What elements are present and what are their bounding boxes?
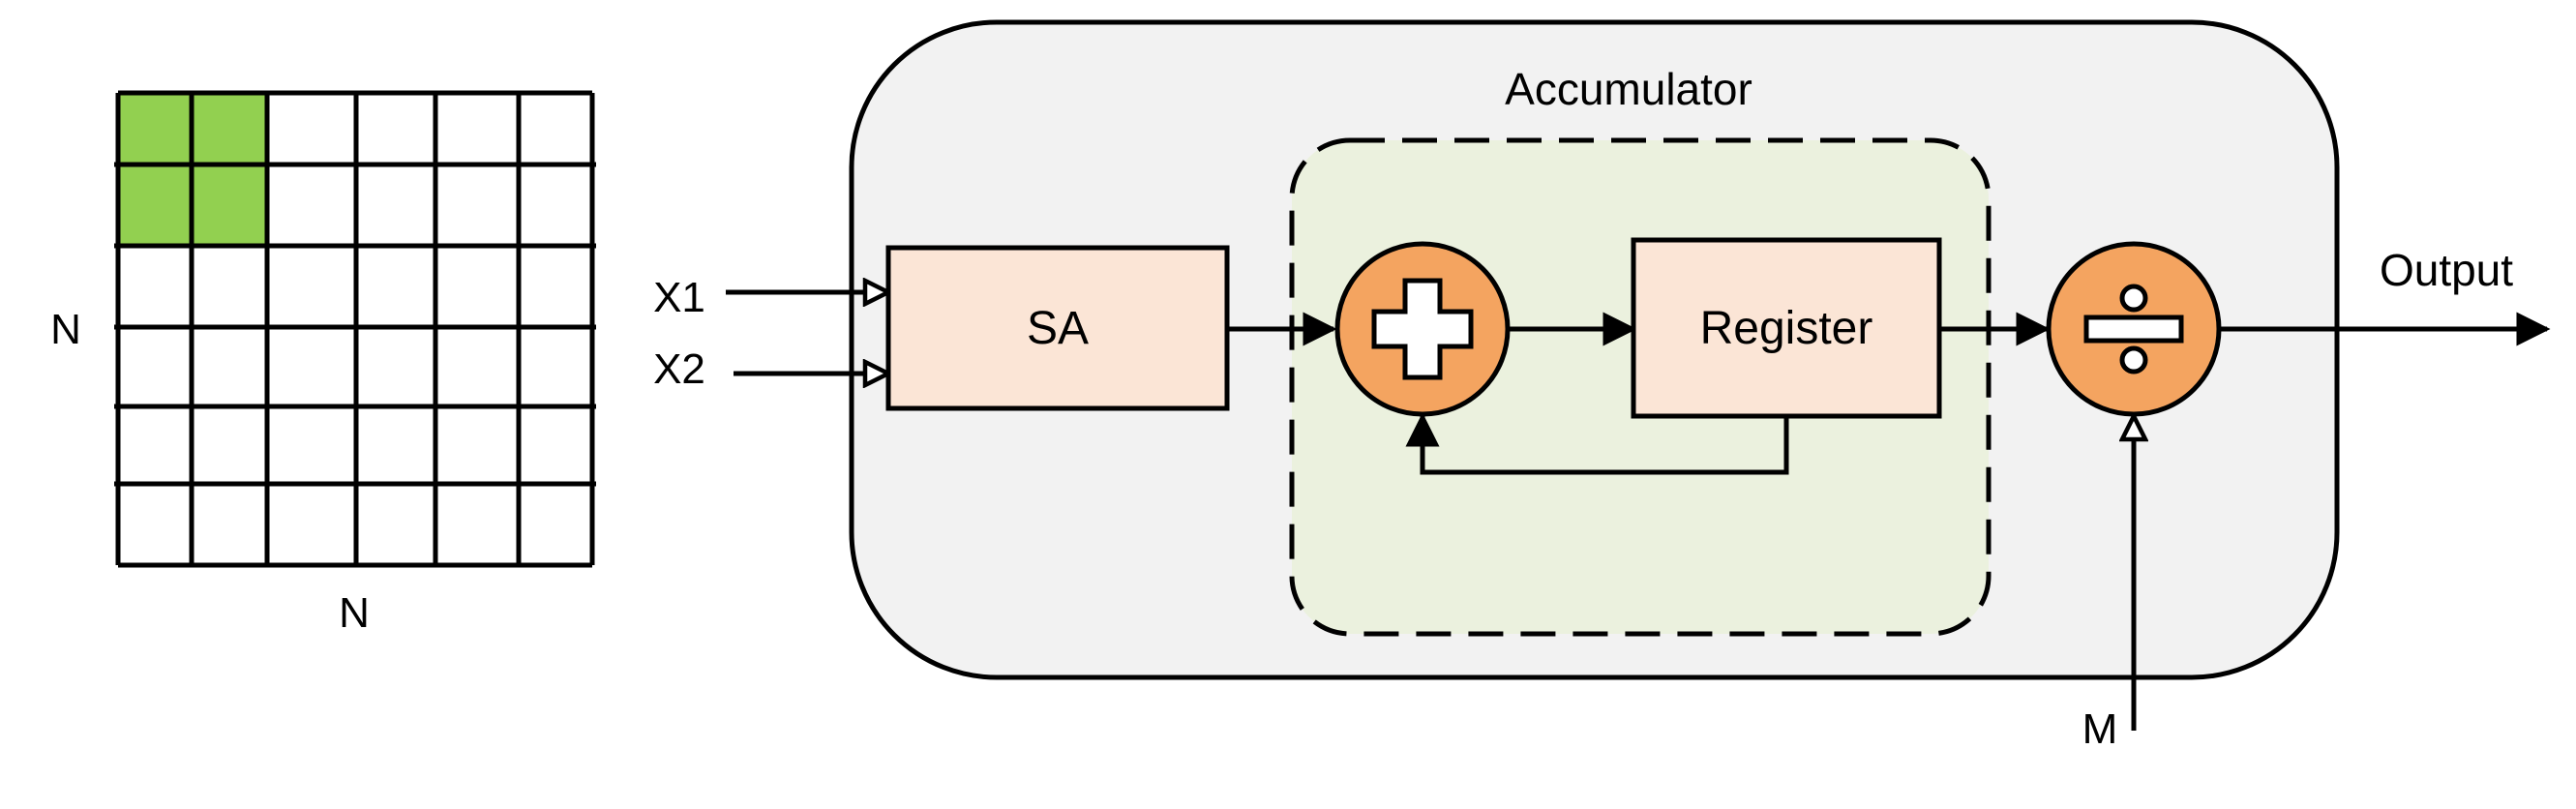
divide-icon — [2083, 284, 2184, 375]
grid-highlighted-cell — [192, 93, 267, 165]
accumulator-label: Accumulator — [1505, 64, 1752, 114]
grid-highlighted-cell — [118, 93, 192, 165]
divider — [2046, 241, 2222, 417]
grid-highlighted-cells — [118, 93, 267, 246]
sa-label: SA — [1027, 303, 1089, 354]
grid-row-label: N — [50, 306, 81, 353]
grid-lines — [114, 90, 596, 568]
grid-highlighted-cell — [192, 165, 267, 246]
plus-icon — [1371, 278, 1474, 380]
input-x1-label: X1 — [653, 274, 705, 321]
grid-highlighted-cell — [118, 165, 192, 246]
output-label: Output — [2380, 245, 2513, 295]
register-feedback-arrow — [1405, 412, 1789, 475]
matrix-grid — [114, 90, 596, 568]
input-x2-label: X2 — [653, 345, 705, 393]
adder — [1334, 241, 1511, 417]
grid-col-label: N — [339, 589, 370, 637]
register-block — [1631, 237, 1942, 419]
sa-block — [885, 245, 1230, 411]
m-label: M — [2082, 705, 2118, 753]
register-label: Register — [1700, 303, 1873, 354]
